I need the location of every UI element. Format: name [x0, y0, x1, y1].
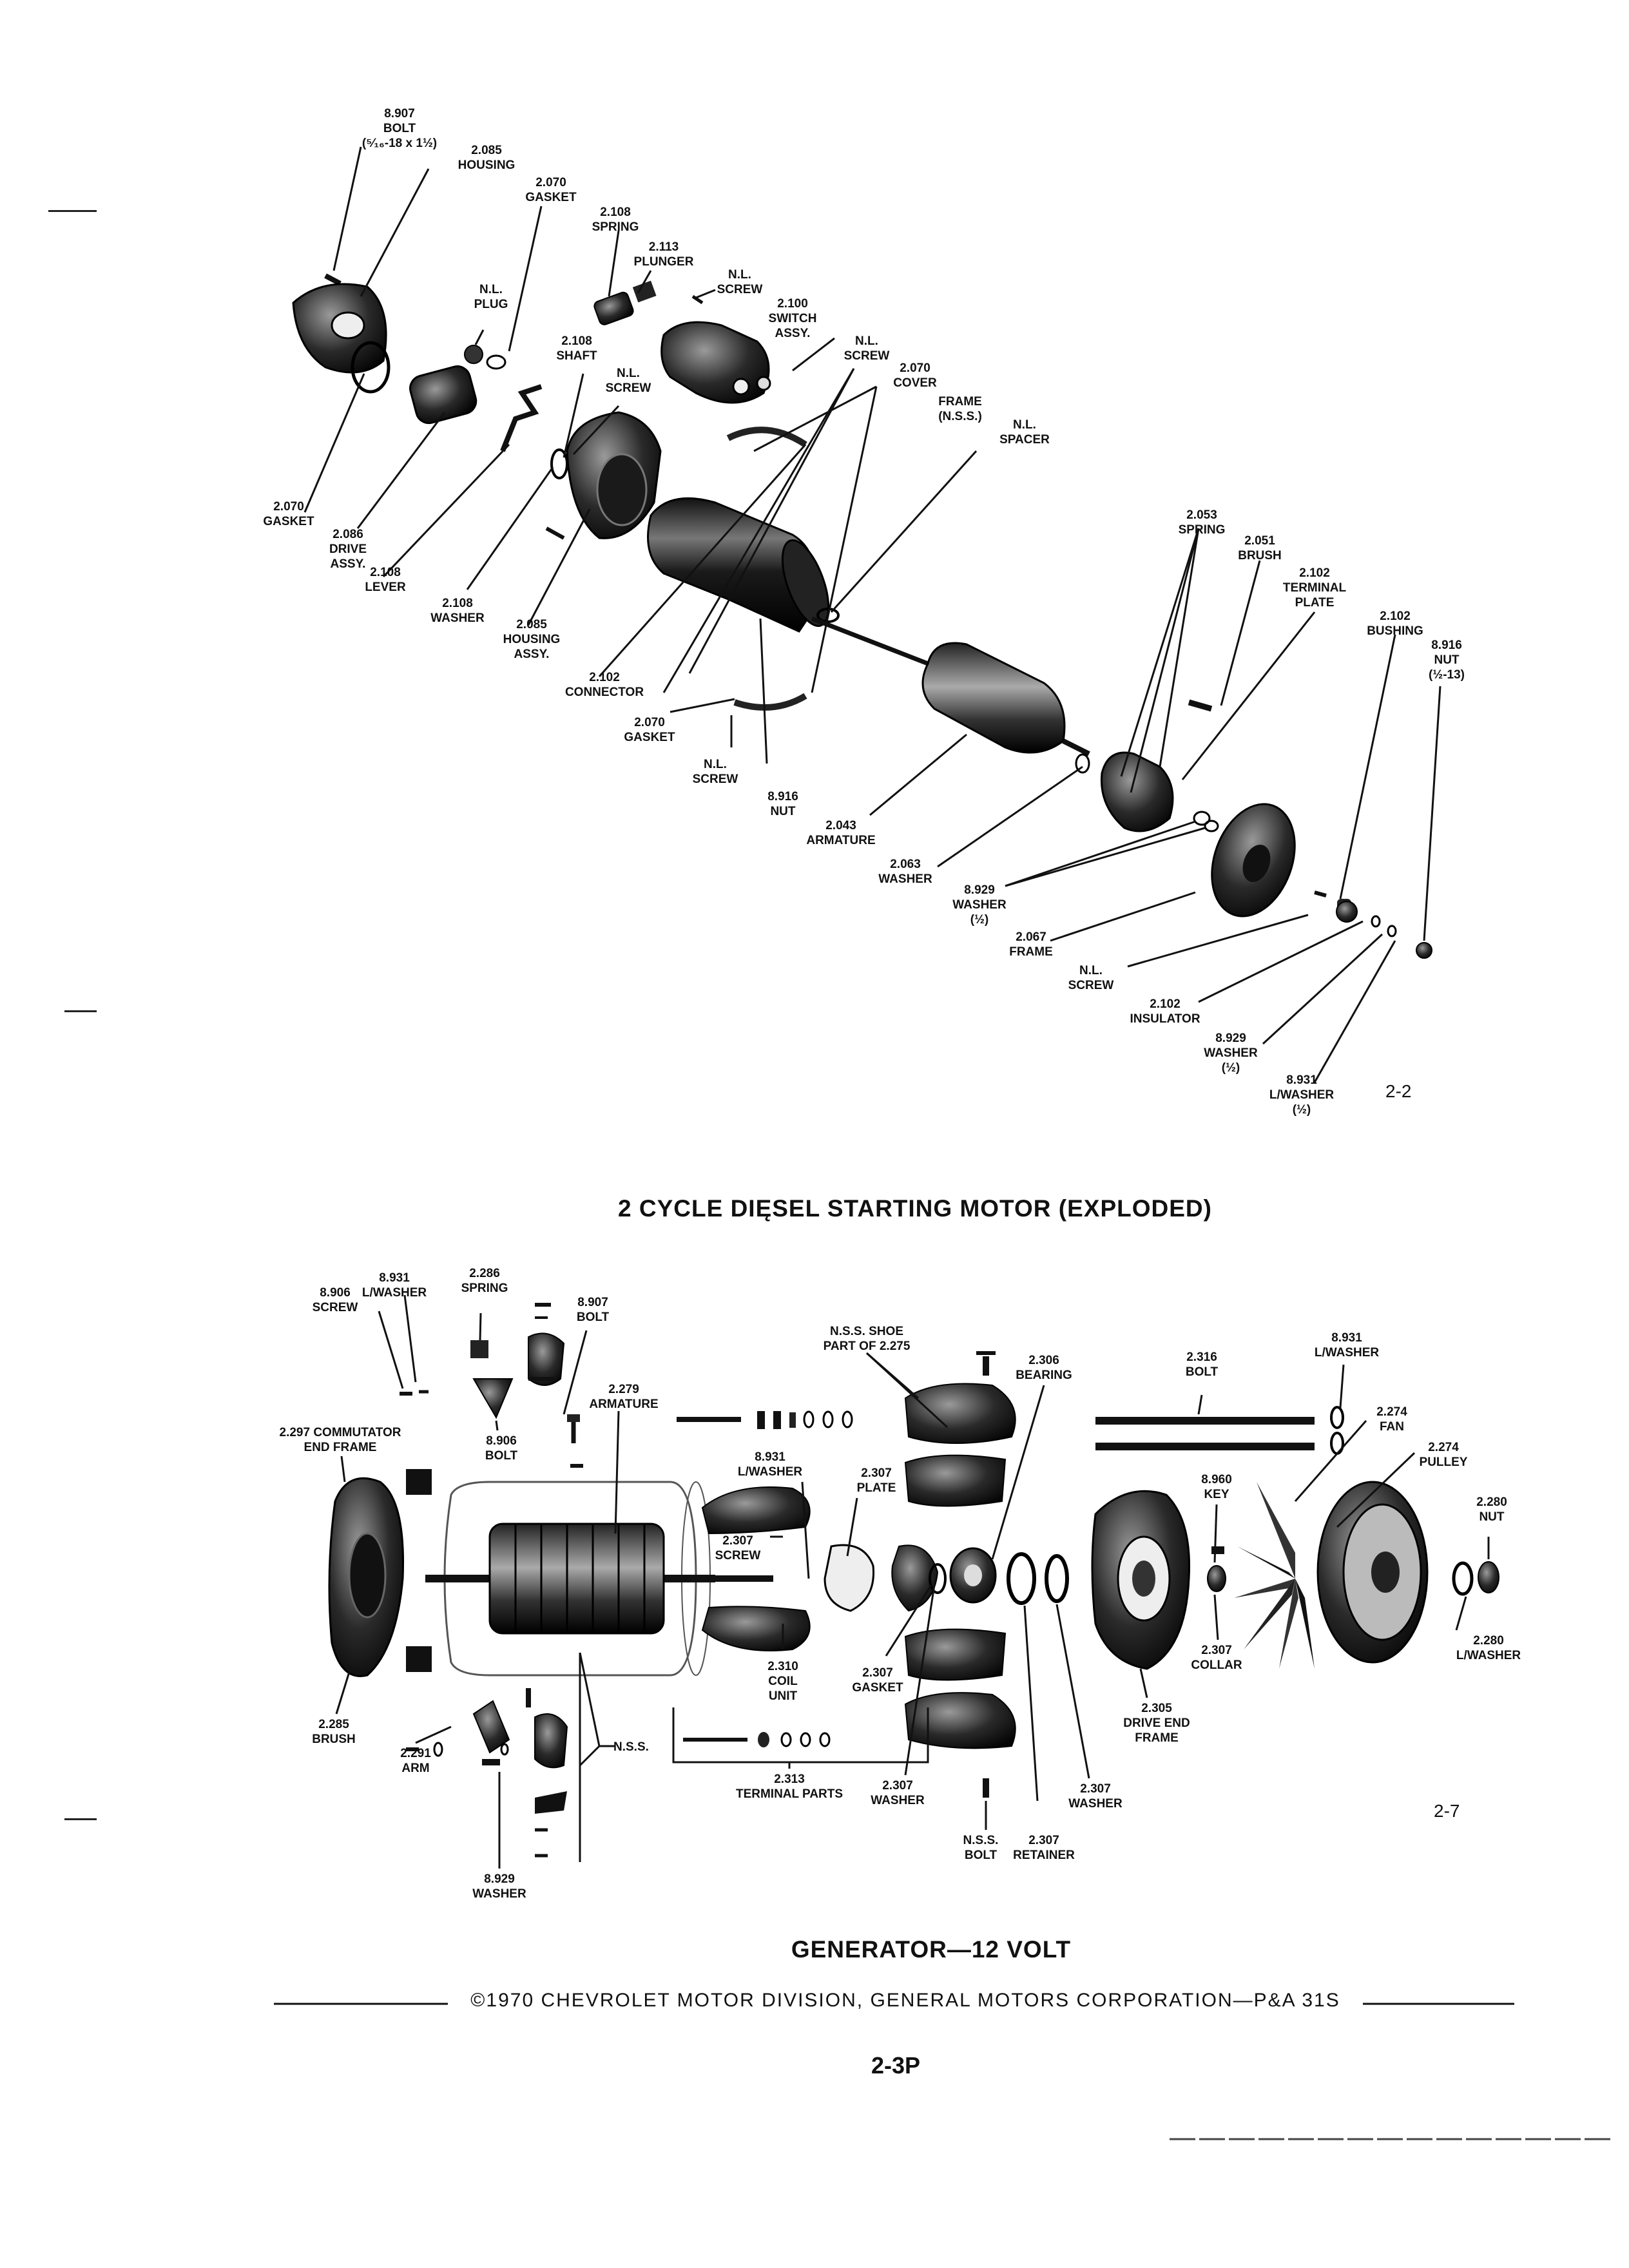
label-washer-2307-right: 2.307 WASHER — [1068, 1782, 1123, 1811]
label-end-frame-2297: 2.297 COMMUTATOR END FRAME — [279, 1426, 401, 1454]
label-housing-2085: 2.085 HOUSING — [458, 144, 516, 172]
label-bolt-2316: 2.316 BOLT — [1185, 1350, 1219, 1379]
label-plate-2307: 2.307 PLATE — [856, 1466, 896, 1495]
label-washer-2307-left: 2.307 WASHER — [871, 1779, 925, 1807]
label-shaft-2108: 2.108 SHAFT — [556, 334, 597, 363]
label-plug-nl: N.L. PLUG — [474, 283, 508, 311]
generator-caption: GENERATOR—12 VOLT — [791, 1936, 1072, 1963]
label-coil-2310: 2.310 COIL UNIT — [767, 1660, 798, 1703]
generator-figure-number: 2-7 — [1434, 1801, 1460, 1821]
label-lever-2108: 2.108 LEVER — [365, 566, 406, 594]
label-bolt-nss: N.S.S. BOLT — [963, 1834, 999, 1862]
label-nut-8916-bottom: 8.916 NUT — [767, 790, 798, 818]
label-gasket-2307: 2.307 GASKET — [852, 1666, 903, 1695]
label-terminal-plate-2102: 2.102 TERMINAL PLATE — [1282, 566, 1347, 610]
label-nut-2280: 2.280 NUT — [1476, 1495, 1507, 1524]
label-plunger-2113: 2.113 PLUNGER — [633, 240, 694, 269]
label-frame-2067: 2.067 FRAME — [1009, 930, 1053, 959]
label-brush-2051: 2.051 BRUSH — [1238, 534, 1282, 562]
generator-parts — [328, 1303, 1499, 1858]
label-lwasher-8931: 8.931 L/WASHER (½) — [1269, 1073, 1335, 1117]
label-spring-2108: 2.108 SPRING — [592, 206, 639, 234]
motor-figure-number: 2-2 — [1385, 1081, 1412, 1101]
label-washer-8929-a: 8.929 WASHER (½) — [952, 883, 1007, 927]
label-drive-2086: 2.086 DRIVE ASSY. — [329, 528, 367, 571]
label-bushing-2102: 2.102 BUSHING — [1367, 610, 1423, 638]
label-shoe-nss: N.S.S. SHOE PART OF 2.275 — [823, 1325, 911, 1353]
motor-lever-shape — [500, 384, 543, 452]
label-fan-2274: 2.274 FAN — [1376, 1405, 1407, 1434]
label-insulator-2102: 2.102 INSULATOR — [1130, 997, 1200, 1026]
motor-gasket-ring — [351, 341, 390, 394]
generator-fan-shape — [1234, 1482, 1321, 1669]
margin-mark-1 — [48, 210, 97, 212]
margin-mark-3 — [64, 1818, 97, 1820]
label-drive-end-2305: 2.305 DRIVE END FRAME — [1123, 1702, 1190, 1745]
label-gasket-2070-top: 2.070 GASKET — [525, 176, 577, 204]
label-lwasher-2280: 2.280 L/WASHER — [1456, 1634, 1521, 1662]
label-screw-2307: 2.307 SCREW — [715, 1534, 761, 1562]
motor-leader-lines — [304, 146, 1441, 1083]
label-screw-nl-top: N.L. SCREW — [717, 268, 763, 296]
copyright-line: ©1970 CHEVROLET MOTOR DIVISION, GENERAL … — [470, 1990, 1340, 2011]
label-pulley-2274: 2.274 PULLEY — [1419, 1441, 1468, 1469]
label-gasket-2070-left: 2.070 GASKET — [263, 500, 314, 528]
label-switch-2100: 2.100 SWITCH ASSY. — [768, 297, 817, 340]
label-bolt-8906: 8.906 BOLT — [485, 1434, 518, 1463]
label-lwasher-8931-right: 8.931 L/WASHER — [1314, 1331, 1380, 1360]
label-screw-nl-2: N.L. SCREW — [605, 367, 651, 395]
generator-housing-outline — [443, 1481, 697, 1677]
label-spring-2286: 2.286 SPRING — [461, 1267, 508, 1295]
label-housing-assy-2085: 2.085 HOUSING ASSY. — [503, 618, 561, 661]
label-lwasher-8931-left: 8.931 L/WASHER — [361, 1271, 427, 1300]
label-nut-8916-right: 8.916 NUT (½-13) — [1429, 639, 1465, 682]
generator-field-coil-bottom — [701, 1606, 811, 1651]
label-nss: N.S.S. — [613, 1740, 649, 1754]
label-spring-2053: 2.053 SPRING — [1178, 508, 1226, 537]
generator-armature-shape — [488, 1523, 665, 1635]
label-washer-2108: 2.108 WASHER — [430, 597, 485, 625]
label-brush-2285: 2.285 BRUSH — [312, 1718, 356, 1746]
margin-mark-2 — [64, 1010, 97, 1012]
label-bearing-2306: 2.306 BEARING — [1016, 1354, 1072, 1382]
label-key-8960: 8.960 KEY — [1201, 1473, 1232, 1501]
label-retainer-2307: 2.307 RETAINER — [1013, 1834, 1075, 1862]
label-spacer-nl: N.L. SPACER — [999, 418, 1050, 447]
motor-brush-plate-shape — [1100, 751, 1174, 832]
motor-drive-assy-shape — [409, 365, 477, 425]
generator-field-coil-top — [701, 1486, 811, 1535]
label-frame-nss: FRAME (N.S.S.) — [938, 395, 982, 423]
starting-motor-parts — [292, 273, 1432, 959]
label-screw-nl-right: N.L. SCREW — [1068, 964, 1114, 992]
label-washer-2063: 2.063 WASHER — [878, 858, 932, 886]
motor-bolt-shape — [324, 273, 342, 286]
page-number: 2-3P — [871, 2052, 921, 2079]
label-washer-8929: 8.929 WASHER — [472, 1872, 526, 1901]
label-washer-8929-b: 8.929 WASHER (½) — [1204, 1032, 1258, 1075]
label-bolt-8907: 8.907 BOLT (⁵⁄₁₆-18 x 1½) — [361, 107, 438, 150]
motor-caption: 2 CYCLE DIĘSEL STARTING MOTOR (EXPLODED) — [618, 1195, 1212, 1222]
label-connector-2102: 2.102 CONNECTOR — [564, 671, 644, 699]
label-screw-nl-3: N.L. SCREW — [843, 334, 890, 363]
motor-armature-shape — [921, 642, 1066, 754]
label-arm-2291: 2.291 ARM — [400, 1747, 431, 1775]
label-armature-2279: 2.279 ARMATURE — [589, 1383, 659, 1411]
label-lwasher-8931-mid: 8.931 L/WASHER — [737, 1450, 803, 1479]
generator-plate-shape — [824, 1544, 875, 1612]
generator-leader-lines — [335, 1294, 1490, 1869]
label-screw-8906: 8.906 SCREW — [312, 1286, 358, 1314]
label-gasket-2070-bottom: 2.070 GASKET — [624, 716, 675, 744]
label-bolt-8907: 8.907 BOLT — [576, 1296, 610, 1324]
label-cover-2070: 2.070 COVER — [893, 361, 937, 390]
label-screw-nl-bottom: N.L. SCREW — [692, 758, 738, 786]
label-terminal-2313: 2.313 TERMINAL PARTS — [735, 1773, 843, 1801]
label-collar-2307: 2.307 COLLAR — [1191, 1644, 1242, 1672]
label-armature-2043: 2.043 ARMATURE — [806, 819, 876, 847]
motor-switch-assy-shape — [660, 321, 770, 404]
